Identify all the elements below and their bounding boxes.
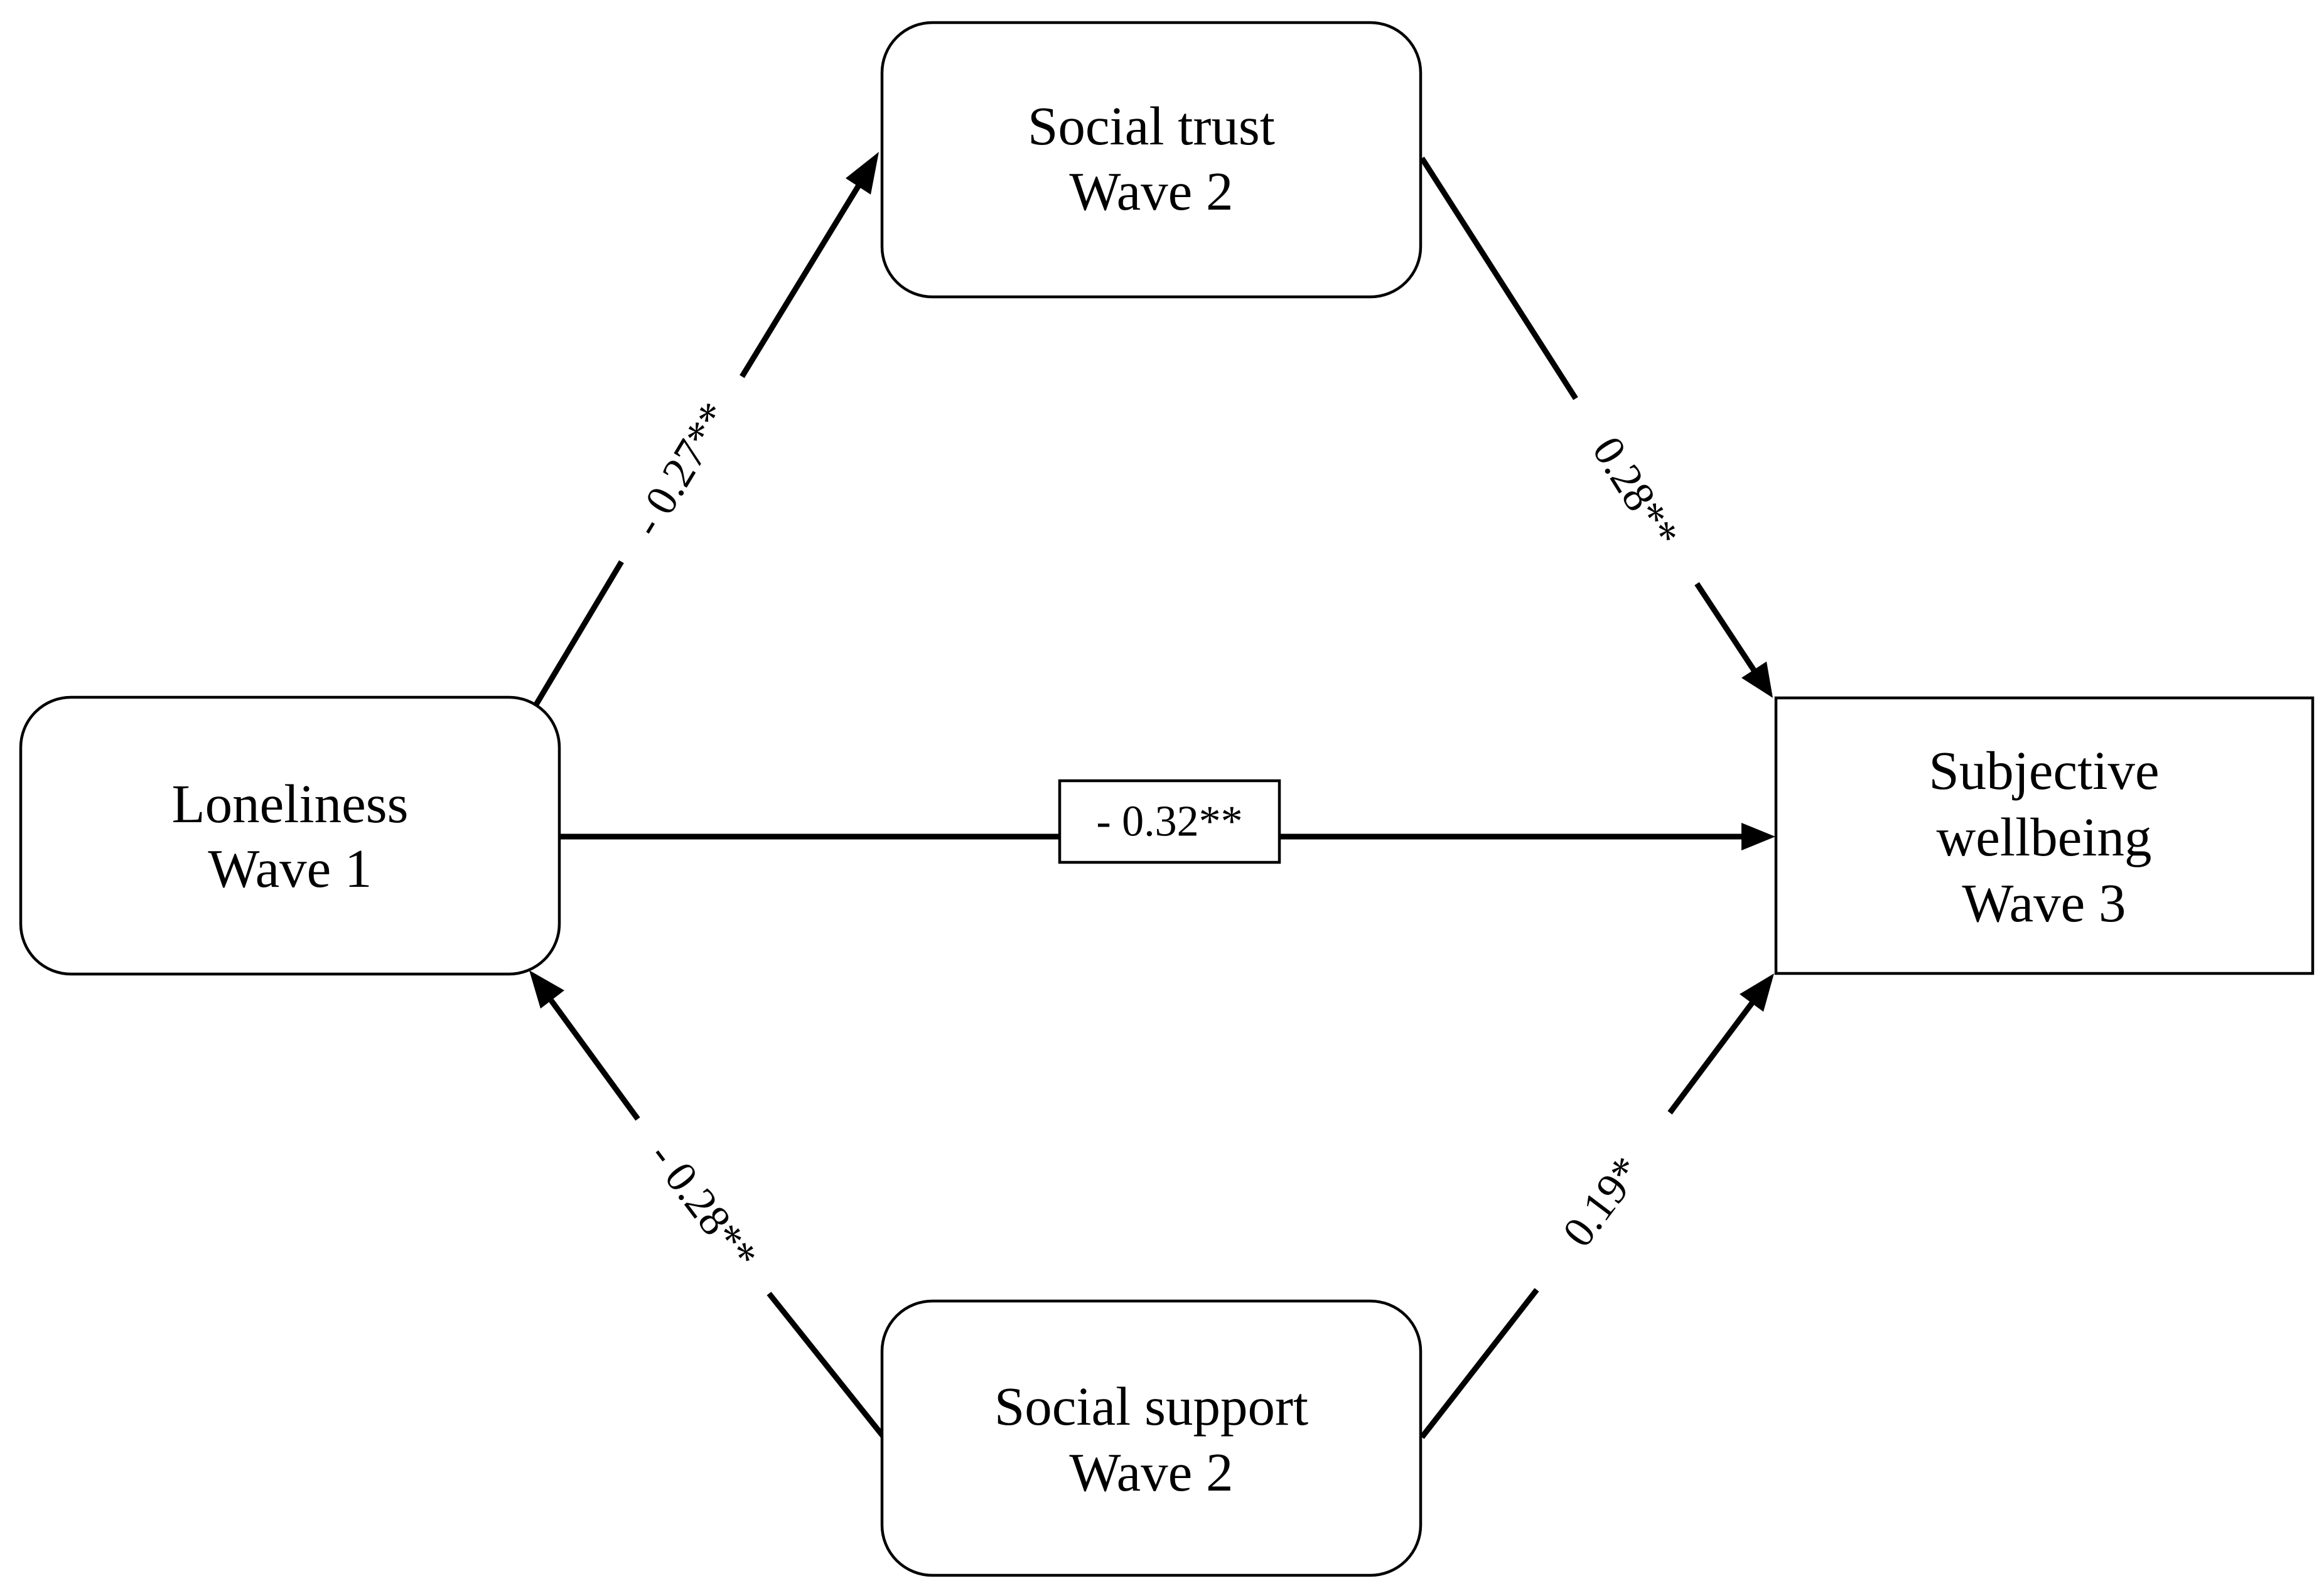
edge-social-support-to-loneliness: - 0.28**	[529, 970, 886, 1439]
coef-loneliness-to-social-trust: - 0.27**	[623, 394, 740, 545]
node-social-support-line1: Social support	[994, 1376, 1308, 1437]
coef-loneliness-to-wellbeing: - 0.32**	[1096, 798, 1242, 846]
coef-social-support-to-wellbeing: 0.19*	[1554, 1148, 1652, 1256]
node-social-support-line2: Wave 2	[1069, 1442, 1233, 1503]
coef-social-support-to-loneliness: - 0.28**	[640, 1133, 767, 1280]
node-social-trust: Social trust Wave 2	[880, 21, 1423, 299]
arrowhead-icon	[1741, 662, 1773, 698]
edge-loneliness-to-social-trust: - 0.27**	[525, 152, 879, 721]
node-social-trust-line2: Wave 2	[1069, 161, 1233, 222]
arrowhead-icon	[529, 970, 564, 1009]
node-loneliness-line2: Wave 1	[208, 838, 372, 899]
arrowhead-icon	[1740, 973, 1774, 1012]
edge-social-trust-to-wellbeing: 0.28**	[1419, 156, 1773, 698]
coef-box-loneliness-to-wellbeing	[1058, 779, 1281, 864]
node-loneliness: Loneliness Wave 1	[19, 695, 561, 976]
node-social-trust-line1: Social trust	[1028, 95, 1275, 156]
node-social-support: Social support Wave 2	[880, 1299, 1423, 1577]
edge-loneliness-to-wellbeing: - 0.32**	[560, 779, 1775, 864]
node-subjective-wellbeing-line2: wellbeing	[1936, 806, 2151, 867]
node-subjective-wellbeing-line3: Wave 3	[1962, 872, 2126, 933]
node-subjective-wellbeing-line1: Subjective	[1929, 740, 2159, 801]
coef-social-trust-to-wellbeing: 0.28**	[1583, 429, 1687, 557]
arrowhead-icon	[1741, 823, 1775, 850]
edge-social-support-to-wellbeing: 0.19*	[1419, 973, 1774, 1439]
arrowhead-icon	[846, 152, 879, 195]
node-subjective-wellbeing: Subjective wellbeing Wave 3	[1774, 696, 2315, 975]
node-loneliness-line1: Loneliness	[172, 773, 409, 834]
